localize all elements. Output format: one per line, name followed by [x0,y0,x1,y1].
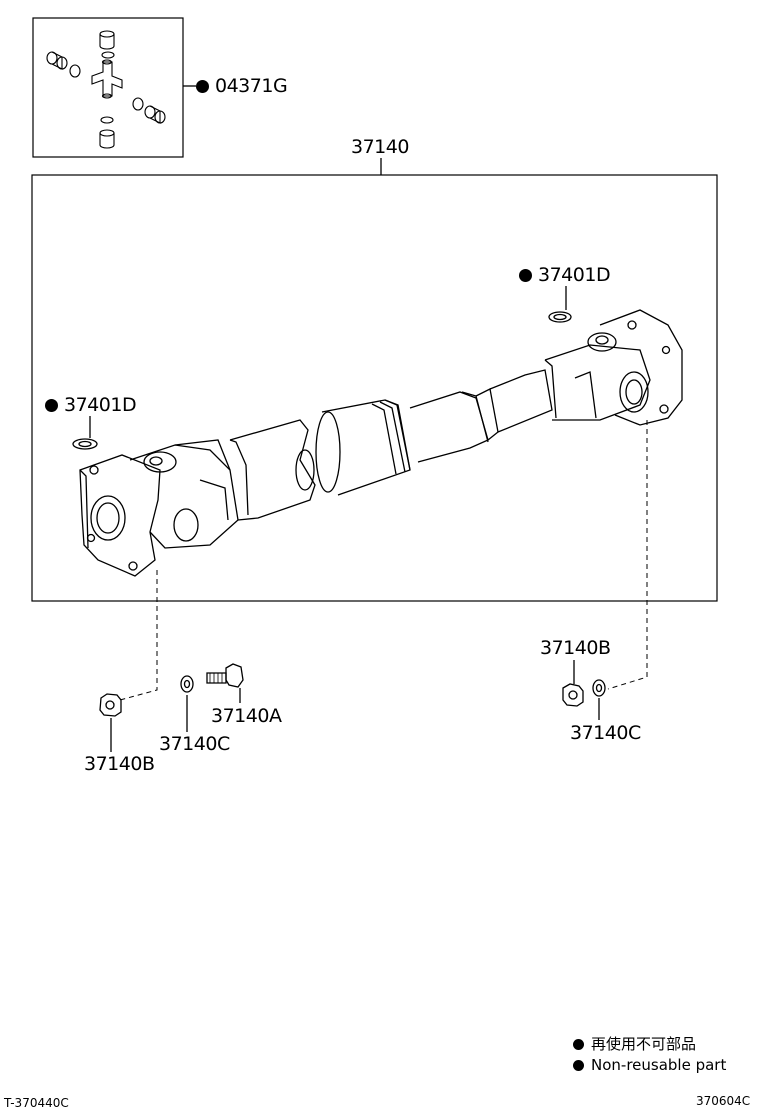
assembly-frame [31,174,718,602]
footer-right-code: 370604C [696,1094,751,1108]
legend-english: Non-reusable part [573,1056,726,1074]
label-snap-ring-left[interactable]: 37401D [45,394,137,416]
legend-japanese: 再使用不可部品 [573,1035,696,1053]
kit-inset-frame [32,17,184,158]
label-bolt[interactable]: 37140A [211,705,282,727]
label-assembly[interactable]: 37140 [351,136,409,158]
right-bolt-dashed-line [607,420,648,690]
nut-left [99,693,122,717]
left-bolt-dashed-line [119,570,158,701]
label-nut-right[interactable]: 37140B [540,637,611,659]
universal-joint-kit-drawing [46,30,166,149]
label-washer-right[interactable]: 37140C [570,722,641,744]
washer-left [180,675,194,693]
non-reusable-dot-icon [196,80,209,93]
label-washer-left[interactable]: 37140C [159,733,230,755]
footer-left-code: T-370440C [4,1096,69,1110]
non-reusable-dot-icon [573,1060,584,1071]
non-reusable-dot-icon [519,269,532,282]
non-reusable-dot-icon [45,399,58,412]
washer-right [592,679,606,697]
snap-ring-right [548,311,572,323]
label-kit[interactable]: 04371G [196,75,288,97]
nut-right [562,683,584,707]
label-nut-left[interactable]: 37140B [84,753,155,775]
snap-ring-left [72,438,98,450]
non-reusable-dot-icon [573,1039,584,1050]
bolt [206,663,244,688]
propeller-shaft-drawing [79,309,683,577]
label-snap-ring-right[interactable]: 37401D [519,264,611,286]
